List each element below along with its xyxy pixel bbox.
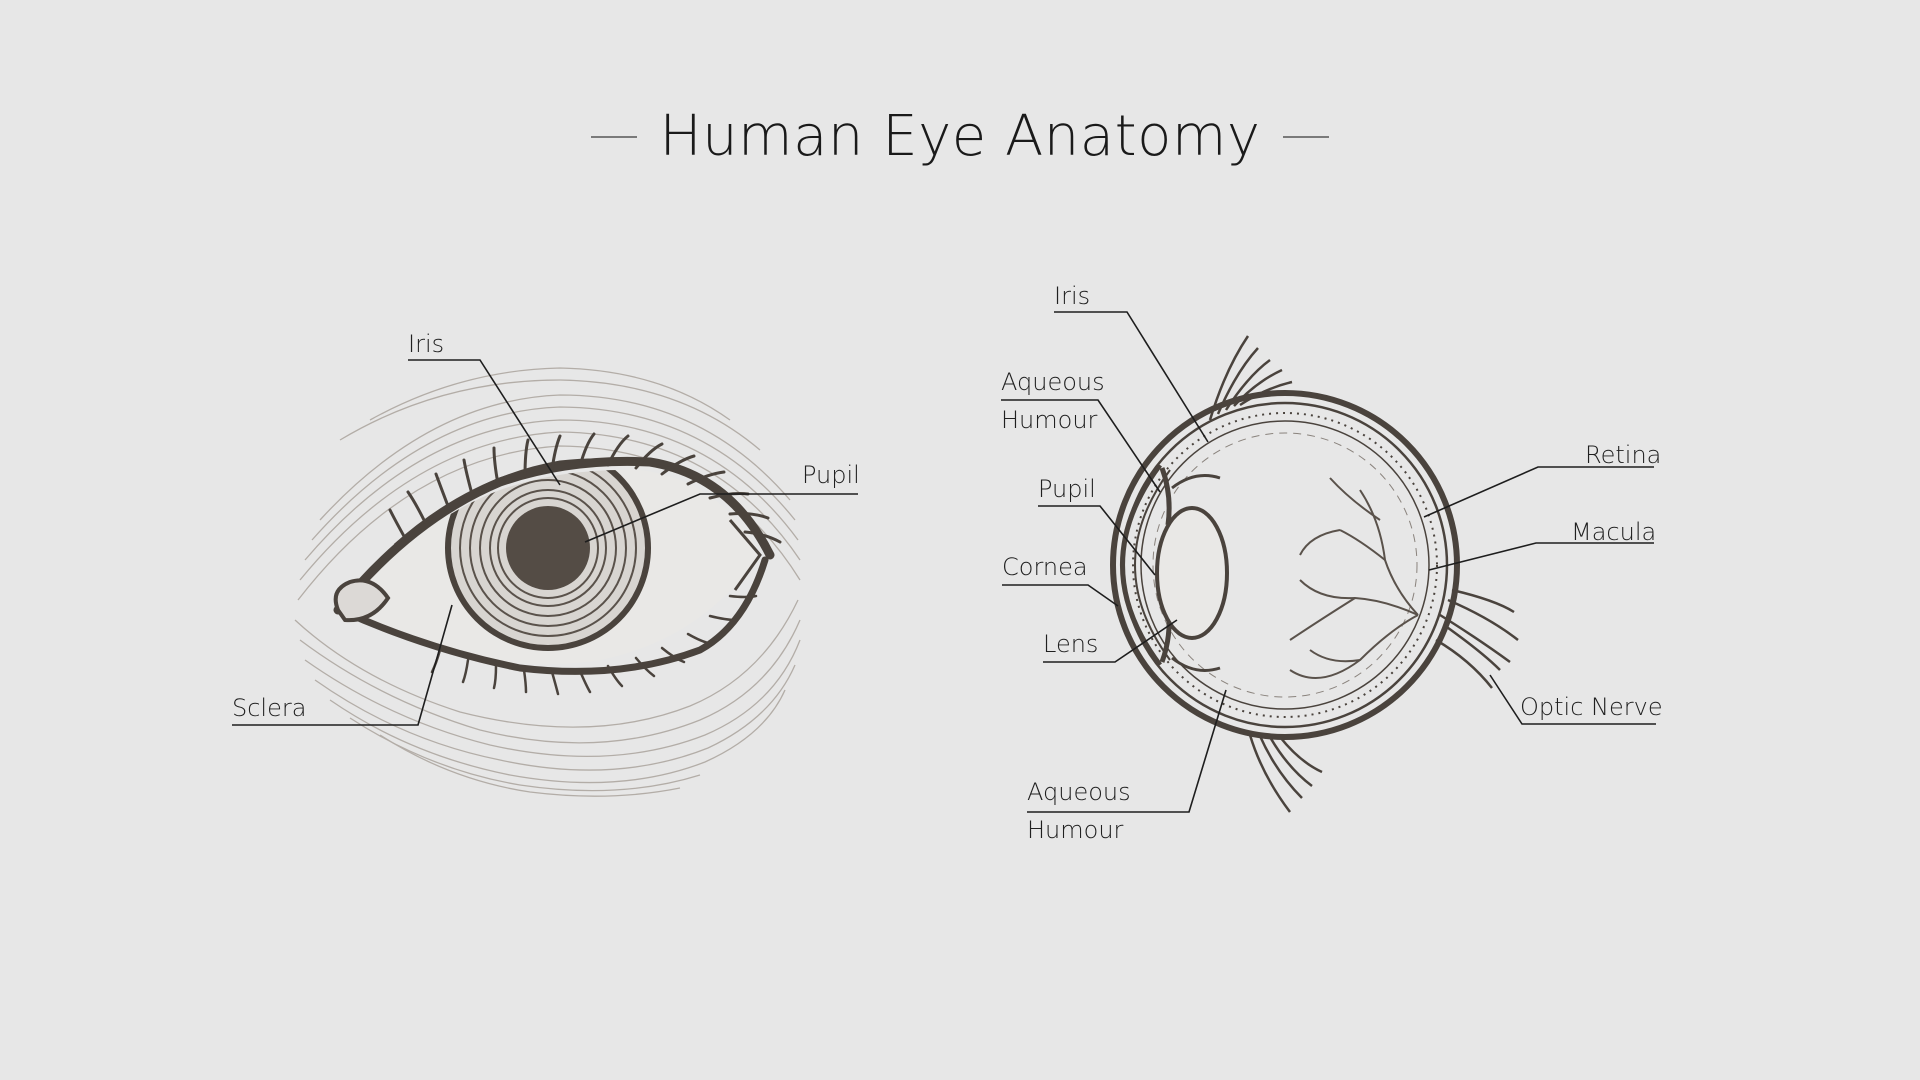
cs-label-cornea: Cornea bbox=[1002, 553, 1088, 581]
retinal-vessels bbox=[1289, 477, 1419, 679]
cs-iris-callout: Iris bbox=[1054, 282, 1209, 443]
cs-lens-callout: Lens bbox=[1043, 619, 1178, 663]
pupil-shape bbox=[506, 506, 590, 590]
lower-eyelid bbox=[341, 556, 769, 675]
cs-label-aqueous-bottom-2: Humour bbox=[1027, 816, 1124, 844]
cs-aqueous-bottom-callout: Aqueous Humour bbox=[1027, 689, 1227, 844]
lower-eyelashes bbox=[430, 594, 758, 696]
cs-label-optic-nerve: Optic Nerve bbox=[1520, 693, 1663, 721]
cs-macula-callout: Macula bbox=[1428, 518, 1656, 571]
choroid-layer bbox=[1132, 412, 1438, 718]
cs-label-aqueous-top-2: Humour bbox=[1001, 406, 1098, 434]
cs-aqueous-top-callout: Aqueous Humour bbox=[1001, 368, 1161, 493]
front-label-pupil: Pupil bbox=[802, 461, 860, 489]
cs-label-retina: Retina bbox=[1585, 441, 1661, 469]
lens-shape bbox=[1155, 506, 1229, 640]
iris-section-upper bbox=[1159, 467, 1172, 526]
cs-label-pupil: Pupil bbox=[1038, 475, 1096, 503]
front-label-iris: Iris bbox=[408, 330, 444, 358]
cs-retina-callout: Retina bbox=[1423, 441, 1661, 518]
front-pupil-callout: Pupil bbox=[584, 461, 860, 543]
cs-label-aqueous-top-1: Aqueous bbox=[1001, 368, 1105, 396]
cs-cornea-callout: Cornea bbox=[1002, 553, 1119, 607]
title-rule-right bbox=[1282, 135, 1329, 138]
extraocular-muscle-top bbox=[1208, 335, 1293, 421]
sclera-outer bbox=[1110, 390, 1460, 740]
cs-label-aqueous-bottom-1: Aqueous bbox=[1027, 778, 1131, 806]
extraocular-muscle-bottom bbox=[1248, 734, 1323, 813]
cross-section-illustration bbox=[1110, 335, 1519, 813]
title-bar: Human Eye Anatomy bbox=[0, 104, 1920, 169]
cs-label-macula: Macula bbox=[1571, 518, 1656, 546]
cs-label-iris: Iris bbox=[1054, 282, 1090, 310]
skin-hatching bbox=[294, 367, 801, 797]
front-eye-illustration bbox=[294, 367, 801, 797]
upper-eyelid bbox=[333, 456, 775, 615]
front-iris-callout: Iris bbox=[408, 330, 561, 486]
front-sclera-callout: Sclera bbox=[232, 604, 453, 726]
cornea-shape bbox=[1120, 463, 1163, 667]
tear-duct bbox=[333, 578, 391, 623]
retina-layer bbox=[1140, 420, 1430, 710]
page-title: Human Eye Anatomy bbox=[659, 104, 1261, 169]
title-rule-left bbox=[591, 135, 638, 138]
front-label-sclera: Sclera bbox=[232, 694, 306, 722]
cs-optic-nerve-callout: Optic Nerve bbox=[1489, 674, 1663, 725]
optic-nerve-shape bbox=[1435, 588, 1519, 689]
cs-label-lens: Lens bbox=[1043, 630, 1098, 658]
cs-pupil-callout: Pupil bbox=[1038, 475, 1156, 576]
